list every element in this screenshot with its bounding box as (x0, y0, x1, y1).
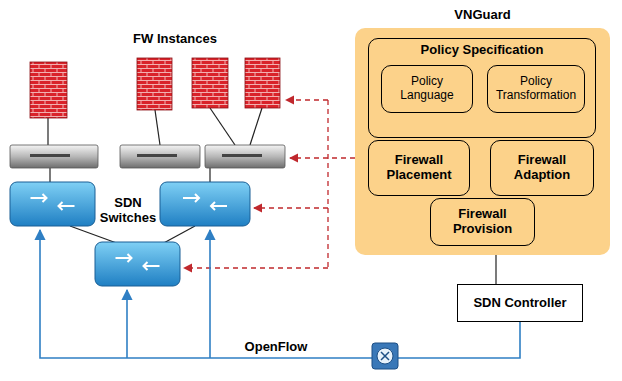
component-box: Policy Transformation (487, 65, 585, 113)
group-heading: Policy Specification (369, 43, 595, 58)
box-label: SDN Controller (473, 296, 566, 311)
controller-box: SDN Controller (457, 284, 583, 322)
module-box: Firewall Placement (368, 140, 470, 196)
box-label: Firewall Placement (375, 153, 463, 183)
group-heading: VNGuard (355, 8, 610, 23)
server-icons (10, 145, 285, 168)
box-label: Policy Transformation (494, 75, 578, 103)
switches-label: SDN Switches (98, 196, 158, 226)
box-label: Firewall Provision (437, 207, 528, 237)
sdn-switch-icons (10, 182, 250, 286)
firewall-icons (30, 58, 280, 118)
protocol-label: OpenFlow (236, 340, 316, 355)
box-label: Policy Language (388, 75, 466, 103)
system-panel: VNGuardPolicy SpecificationPolicy Langua… (355, 28, 610, 255)
module-box: Firewall Adaption (490, 140, 594, 196)
module-box: Firewall Provision (430, 198, 535, 246)
component-box: Policy Language (381, 65, 473, 113)
box-label: Firewall Adaption (497, 153, 587, 183)
module-group: Policy SpecificationPolicy Language Polic… (368, 38, 596, 138)
fw-instances-label: FW Instances (120, 32, 230, 47)
openflow-icon (372, 343, 398, 369)
